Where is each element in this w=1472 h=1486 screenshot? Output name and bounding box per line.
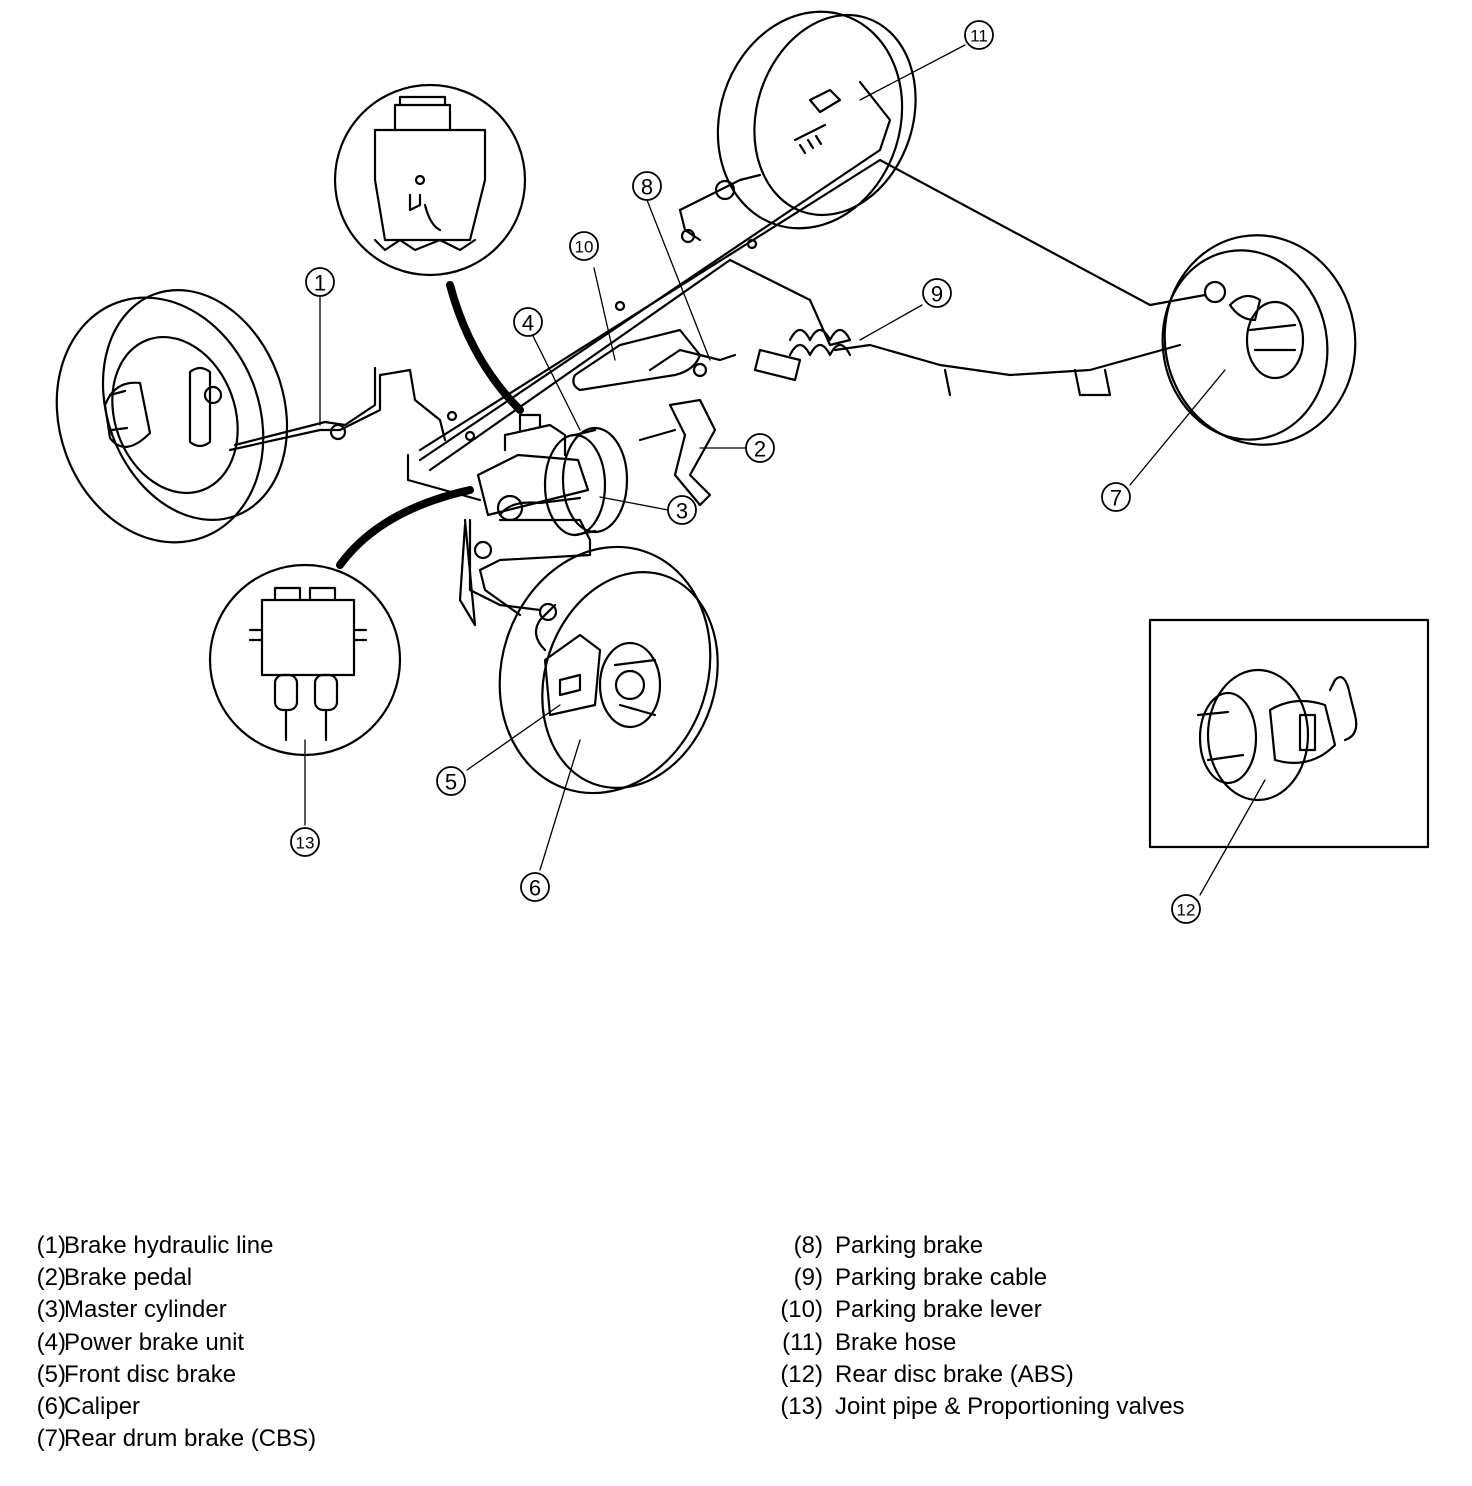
callout-10: 10 bbox=[575, 238, 594, 257]
front-left-wheel bbox=[55, 289, 289, 544]
callout-5: 5 bbox=[445, 770, 457, 795]
power-brake-unit bbox=[543, 426, 629, 537]
legend-label: Front disc brake bbox=[64, 1360, 237, 1388]
legend-column-left: (1)Brake hydraulic line (2)Brake pedal (… bbox=[18, 1230, 718, 1455]
legend-item: (1)Brake hydraulic line bbox=[18, 1230, 718, 1262]
brake-pedal bbox=[638, 398, 717, 507]
legend-label: Parking brake lever bbox=[835, 1296, 1042, 1324]
parking-brake-lever bbox=[572, 328, 737, 392]
brake-system-diagram: 1 2 3 4 5 6 7 8 9 10 11 12 13 bbox=[55, 10, 1430, 924]
legend-label: Brake pedal bbox=[64, 1264, 193, 1292]
legend-item: (9) Parking brake cable bbox=[753, 1262, 1453, 1294]
legend-item: (6)Caliper bbox=[18, 1391, 718, 1423]
legend-number: (2) bbox=[36, 1264, 66, 1292]
callout-11: 11 bbox=[970, 27, 988, 46]
parts-legend: (1)Brake hydraulic line (2)Brake pedal (… bbox=[18, 1230, 1458, 1470]
legend-item: (10) Parking brake lever bbox=[753, 1294, 1453, 1326]
legend-item: (3)Master cylinder bbox=[18, 1294, 718, 1326]
callout-9: 9 bbox=[931, 282, 943, 307]
callout-circles bbox=[290, 20, 1201, 924]
legend-number: (4) bbox=[36, 1328, 66, 1356]
legend-number: (10) bbox=[780, 1296, 823, 1324]
legend-item: (12) Rear disc brake (ABS) bbox=[753, 1359, 1453, 1391]
legend-item: (2)Brake pedal bbox=[18, 1262, 718, 1294]
legend-label: Joint pipe & Proportioning valves bbox=[835, 1392, 1185, 1420]
callout-7: 7 bbox=[1110, 486, 1122, 511]
callout-leaders bbox=[304, 44, 1266, 896]
legend-number: (7) bbox=[36, 1425, 66, 1453]
legend-label: Parking brake bbox=[835, 1232, 984, 1259]
legend-number: (13) bbox=[780, 1392, 823, 1420]
rear-disc-brake-inset bbox=[1148, 618, 1430, 849]
legend-number: (9) bbox=[793, 1264, 823, 1292]
legend-column-right: (8)Parking brake (9)Parking brake cable … bbox=[753, 1230, 1453, 1423]
legend-label: Brake hydraulic line bbox=[64, 1232, 274, 1259]
rear-left-wheel bbox=[716, 10, 917, 230]
callout-13: 13 bbox=[296, 834, 315, 853]
legend-number: (11) bbox=[782, 1328, 823, 1356]
legend-number: (5) bbox=[36, 1360, 66, 1388]
legend-item: (4)Power brake unit bbox=[18, 1327, 718, 1359]
legend-label: Brake hose bbox=[835, 1328, 957, 1356]
callout-4: 4 bbox=[522, 311, 534, 336]
legend-item: (13) Joint pipe & Proportioning valves bbox=[753, 1391, 1453, 1423]
reservoir-inset bbox=[333, 83, 527, 277]
legend-label: Rear disc brake (ABS) bbox=[835, 1360, 1074, 1388]
legend-number: (3) bbox=[36, 1296, 66, 1324]
legend-item: (7)Rear drum brake (CBS) bbox=[18, 1423, 718, 1455]
brake-lines bbox=[228, 80, 1207, 627]
legend-label: Rear drum brake (CBS) bbox=[64, 1425, 317, 1453]
legend-label: Caliper bbox=[64, 1392, 141, 1420]
inset-leaders bbox=[336, 281, 524, 569]
parking-brake-cable bbox=[753, 328, 1182, 397]
legend-label: Master cylinder bbox=[64, 1296, 227, 1324]
callout-6: 6 bbox=[529, 876, 541, 901]
legend-number: (12) bbox=[780, 1360, 823, 1388]
front-right-wheel bbox=[498, 545, 719, 795]
rear-right-wheel bbox=[1161, 234, 1357, 446]
legend-label: Power brake unit bbox=[64, 1328, 245, 1356]
callout-3: 3 bbox=[676, 499, 688, 524]
legend-item: (11) Brake hose bbox=[753, 1327, 1453, 1359]
legend-label: Parking brake cable bbox=[835, 1264, 1048, 1292]
callout-2: 2 bbox=[754, 437, 766, 462]
master-cylinder bbox=[476, 413, 590, 522]
legend-number: (8) bbox=[793, 1232, 823, 1259]
callout-1: 1 bbox=[314, 271, 326, 296]
callout-12: 12 bbox=[1177, 901, 1196, 920]
legend-item: (8) Parking brake bbox=[753, 1230, 1453, 1262]
legend-number: (1) bbox=[36, 1232, 66, 1259]
legend-item: (5)Front disc brake bbox=[18, 1359, 718, 1391]
legend-number: (6) bbox=[36, 1392, 66, 1420]
callout-8: 8 bbox=[641, 175, 653, 200]
joint-pipe-inset bbox=[208, 563, 402, 757]
